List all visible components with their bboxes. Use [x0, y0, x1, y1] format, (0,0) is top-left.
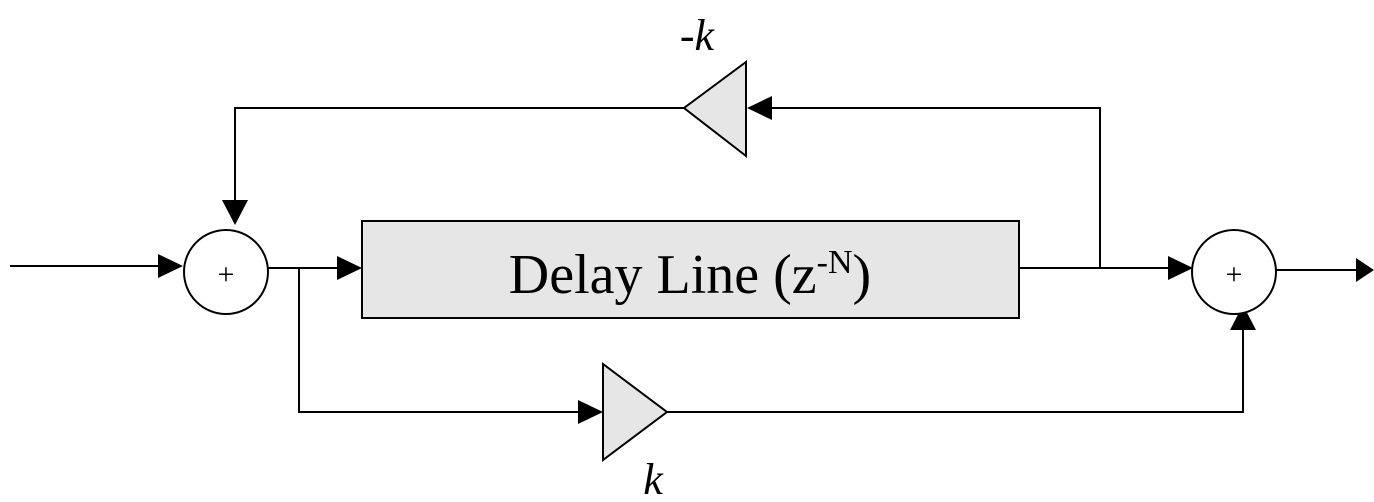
- feedback-gain-label: -k: [680, 11, 716, 60]
- feedback-wire-left: [234, 107, 684, 202]
- feedback-amp-input-arrow: [747, 96, 772, 120]
- delay-line-close-paren: ): [853, 244, 872, 306]
- feedforward-amp-input-arrow: [578, 400, 603, 424]
- delay-input-arrow: [337, 256, 362, 280]
- output-sum-input-arrow: [1168, 256, 1193, 280]
- feedback-wire-right: [770, 107, 1101, 268]
- output-arrow: [1356, 258, 1374, 282]
- feedforward-gain-amplifier: [602, 362, 669, 462]
- delay-line-block: [361, 220, 1020, 319]
- feedback-gain-amplifier: [682, 60, 747, 159]
- output-sum-plus: +: [1226, 258, 1243, 291]
- feedback-sum-arrow: [222, 200, 248, 225]
- feedforward-wire-left: [298, 268, 580, 413]
- delay-line-exponent: -N: [817, 244, 853, 281]
- input-sum-plus: +: [218, 258, 235, 291]
- input-arrow: [158, 254, 183, 278]
- delay-line-text: Delay Line (z: [509, 244, 817, 306]
- feedforward-gain-label: k: [643, 455, 664, 502]
- delay-line-label: Delay Line (z-N): [509, 244, 871, 306]
- feedforward-sum-arrow: [1230, 305, 1256, 330]
- output-summing-junction: [1191, 229, 1277, 315]
- input-summing-junction: [183, 229, 269, 315]
- feedforward-wire-right: [667, 330, 1244, 413]
